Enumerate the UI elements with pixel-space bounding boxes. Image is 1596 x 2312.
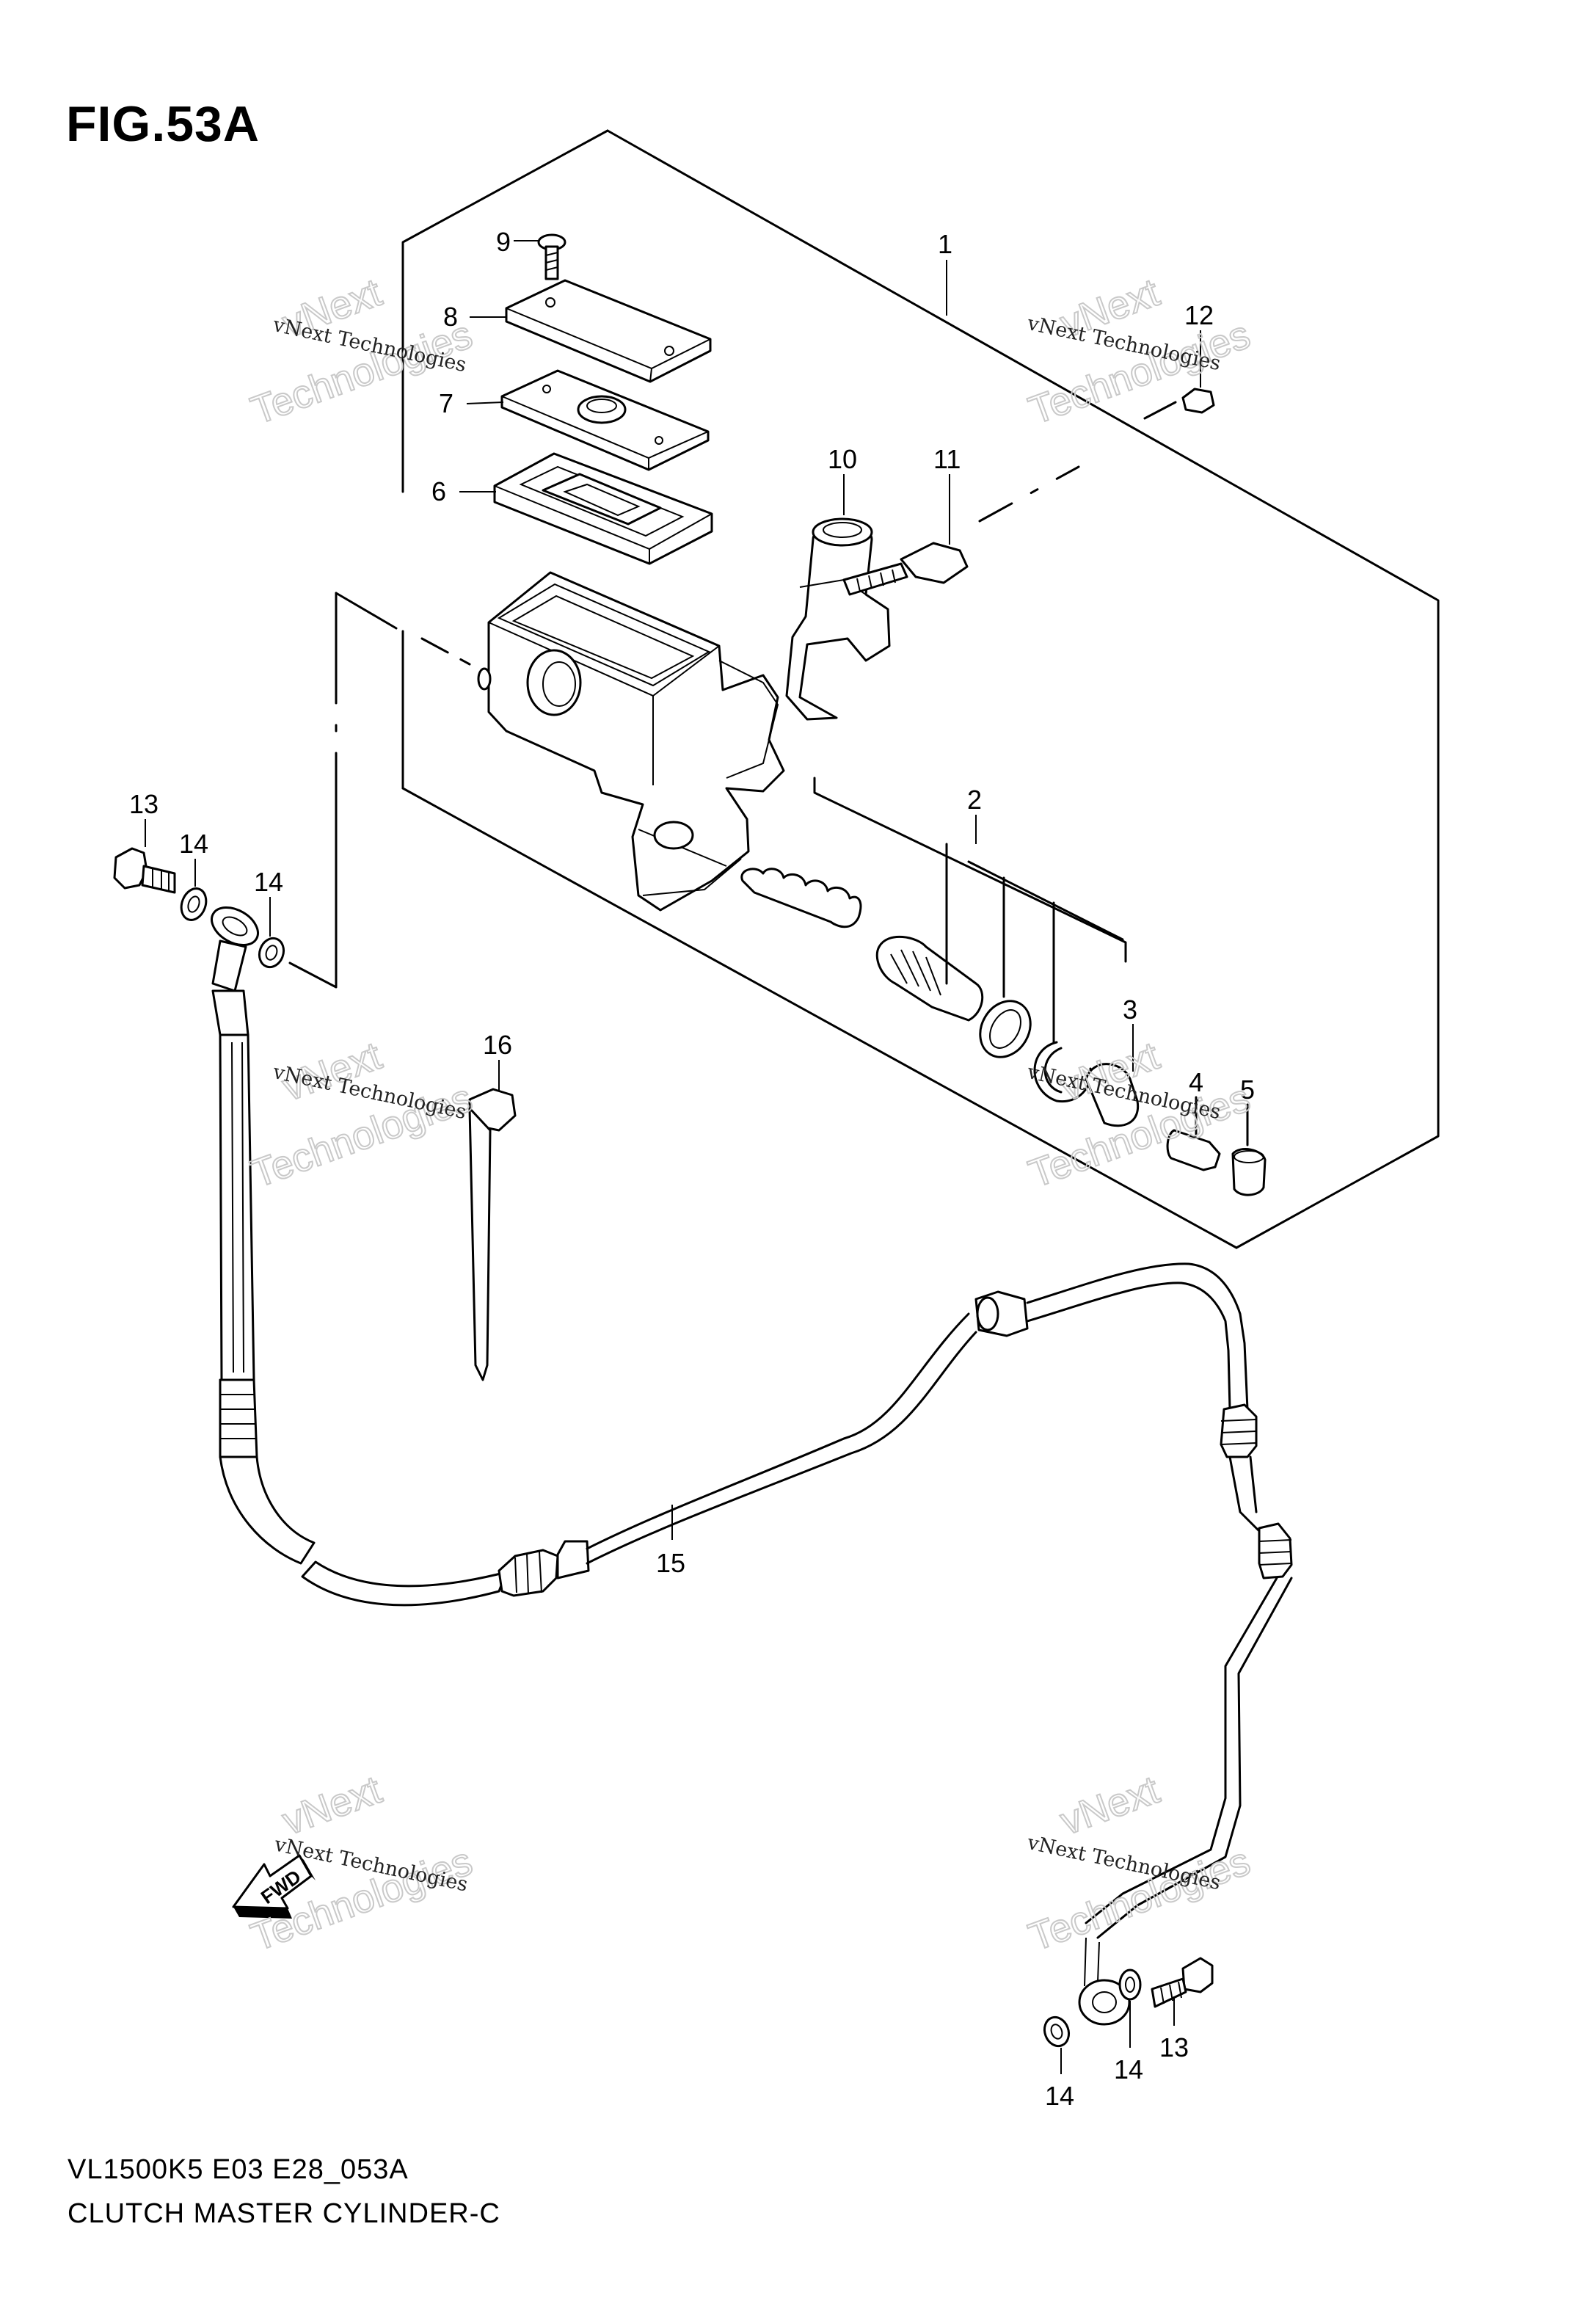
part-13-banjo-bolt-left (113, 847, 176, 894)
callout-14-right-2: 14 (1045, 2081, 1074, 2111)
assembly-frame (288, 129, 1440, 1249)
callout-11: 11 (933, 444, 961, 474)
callout-14-right-1: 14 (1114, 2054, 1143, 2084)
callout-5: 5 (1240, 1075, 1255, 1105)
callout-8: 8 (443, 302, 458, 332)
figure-name: CLUTCH MASTER CYLINDER-C (68, 2198, 500, 2229)
callout-6: 6 (431, 476, 446, 506)
part-14-washer-right-1 (1118, 1969, 1142, 2001)
watermark-6: vNext Technologies vNext Technologies (1023, 1767, 1257, 1960)
svg-text:vNext: vNext (277, 1767, 387, 1844)
part-10-clamp (785, 517, 891, 721)
callout-14-left-2: 14 (254, 867, 283, 897)
callout-9: 9 (496, 227, 511, 257)
part-6-diaphragm (493, 452, 713, 565)
watermark-3: vNext Technologies vNext Technologies (245, 1033, 479, 1197)
svg-text:vNext: vNext (1054, 1767, 1165, 1844)
callout-14-left-1: 14 (179, 829, 208, 859)
callout-3: 3 (1123, 995, 1137, 1025)
callout-13-left: 13 (129, 789, 158, 819)
figure-title: FIG.53A (66, 96, 260, 152)
callout-2: 2 (967, 785, 982, 815)
part-14-washer-right-2 (1043, 2015, 1071, 2048)
watermark-5: vNext Technologies vNext Technologies (245, 1767, 479, 1960)
part-12-cap-nut (1143, 388, 1215, 420)
part-5-cap (1231, 1103, 1267, 1196)
part-14-washer-left-1 (180, 887, 208, 921)
master-cylinder-body (477, 571, 785, 912)
watermark-2: vNext Technologies vNext Technologies (1023, 269, 1257, 434)
part-14-washer-left-2 (258, 937, 285, 969)
figure-code: VL1500K5 E03 E28_053A (68, 2154, 409, 2185)
part-9-screw (537, 233, 566, 280)
part-8-cap (505, 279, 712, 383)
callout-15: 15 (656, 1548, 685, 1578)
callout-4: 4 (1189, 1067, 1203, 1097)
part-13-banjo-bolt-right (1151, 1957, 1214, 2008)
watermark-4: vNext Technologies vNext Technologies (1023, 1033, 1257, 1197)
part-15-hose (211, 906, 1293, 2026)
callout-12: 12 (1184, 300, 1214, 330)
part-16-tie (468, 1088, 517, 1381)
part-7-plate (500, 369, 710, 471)
callout-13-right: 13 (1159, 2032, 1189, 2062)
callout-16: 16 (483, 1030, 512, 1060)
part-2-piston-kit (740, 777, 1140, 1127)
callouts: 1 2 3 4 5 6 7 8 9 10 11 12 13 13 14 14 1… (129, 227, 1255, 2111)
part-11-bolt (842, 465, 1080, 596)
callout-7: 7 (439, 388, 453, 418)
callout-10: 10 (828, 444, 857, 474)
callout-1: 1 (938, 229, 952, 259)
part-4-pushrod (1166, 1096, 1221, 1171)
fwd-arrow-icon: FWD (232, 1854, 316, 1919)
